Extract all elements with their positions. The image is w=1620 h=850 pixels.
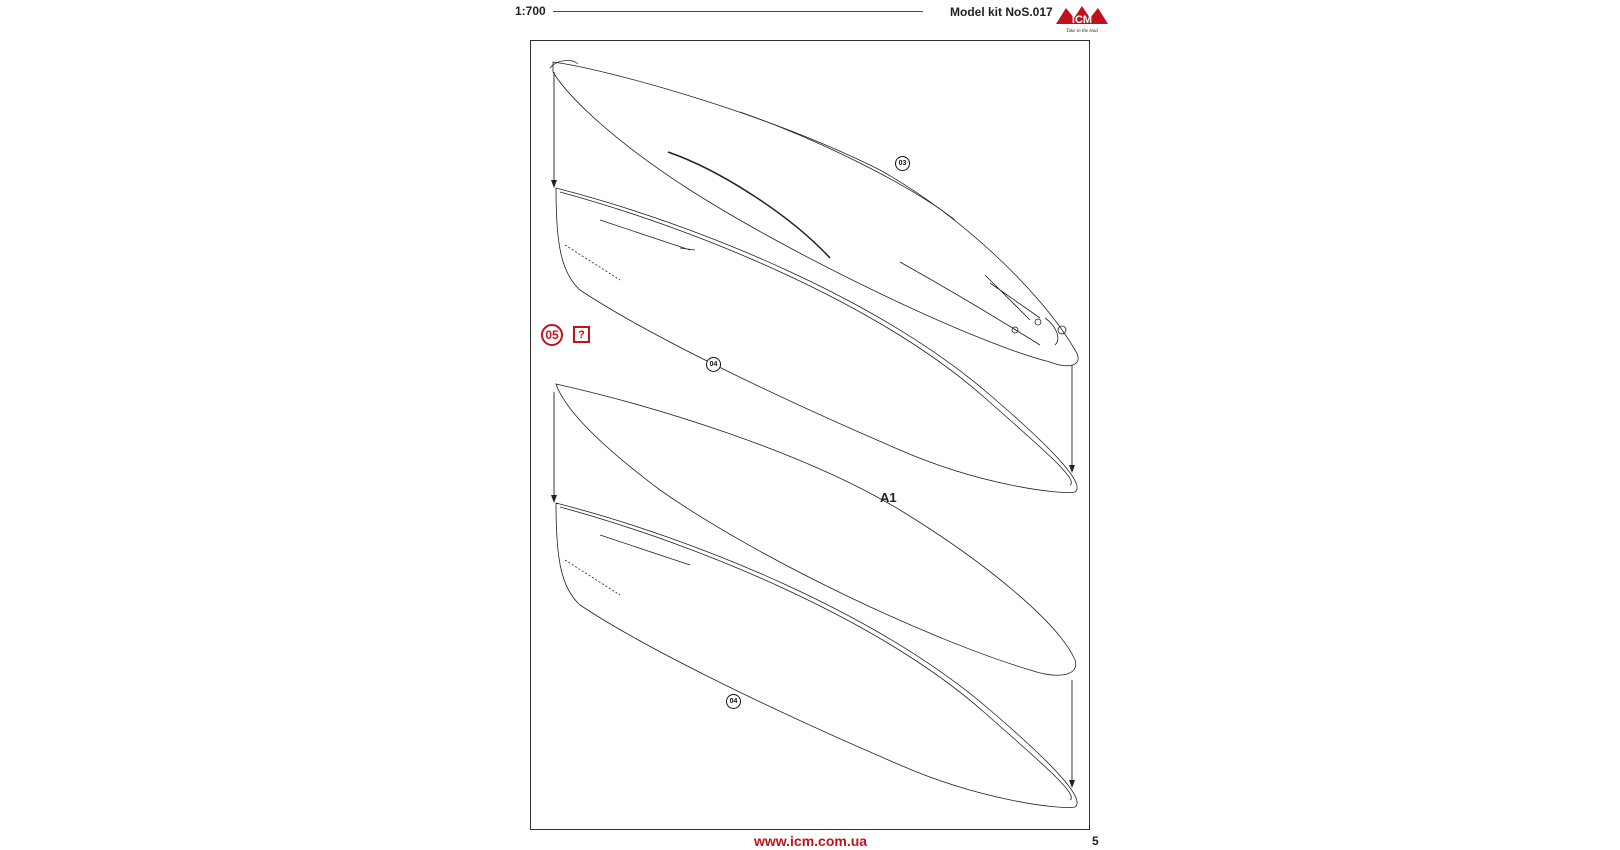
header-rule [553, 11, 923, 12]
assembly-arrows [553, 72, 1073, 785]
part-label-04-lower: 04 [726, 694, 741, 709]
scale-label: 1:700 [515, 4, 546, 18]
part-label-03: 03 [895, 156, 910, 171]
model-kit-label: Model kit NoS.017 [950, 5, 1053, 19]
instruction-frame [530, 40, 1090, 830]
brand-tagline: Take in the lead [1066, 29, 1098, 34]
hull-lower-drawing [555, 502, 1078, 808]
deck-part-drawing [549, 60, 1079, 367]
part-label-04-upper: 04 [706, 357, 721, 372]
note-box: ? [573, 326, 590, 343]
page-number: 5 [1092, 834, 1099, 848]
hull-a1-drawing [555, 383, 1077, 676]
icm-logo: ICM Take in the lead [1056, 6, 1108, 34]
step-number-badge: 05 [541, 324, 563, 346]
sprue-label-a1: A1 [880, 490, 897, 505]
website-link[interactable]: www.icm.com.ua [754, 833, 868, 849]
hull-upper-drawing [555, 187, 1078, 493]
brand-text: ICM [1072, 14, 1092, 26]
